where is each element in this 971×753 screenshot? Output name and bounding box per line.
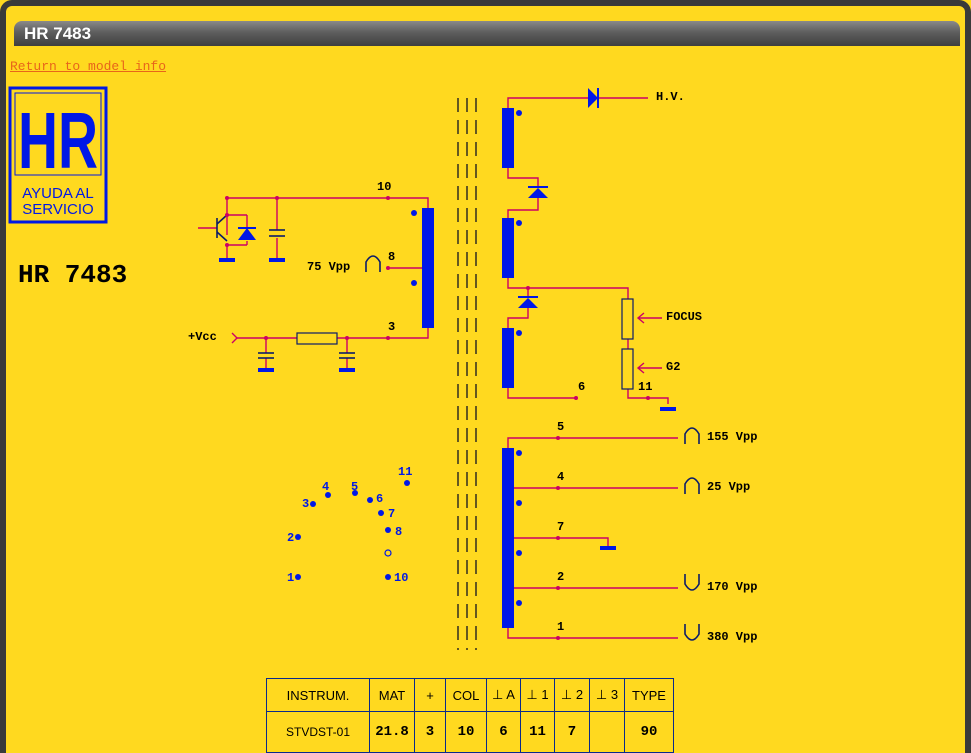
out-pin-2: 2 xyxy=(557,570,564,584)
waveform-icons xyxy=(365,255,700,641)
pinout-10: 10 xyxy=(394,571,408,585)
header-instrum: INSTRUM. xyxy=(266,678,370,712)
pinout-5: 5 xyxy=(351,480,358,494)
header-col: COL xyxy=(445,678,487,712)
header-plus: + xyxy=(414,678,446,712)
pinout-7: 7 xyxy=(388,507,395,521)
vcc-label: +Vcc xyxy=(188,330,217,344)
table-row: STVDST-01 21.8 3 10 6 11 7 90 xyxy=(266,711,674,753)
window-title-bar: HR 7483 xyxy=(14,21,960,46)
header-mat: MAT xyxy=(369,678,415,712)
cell-ground-2: 7 xyxy=(554,711,590,753)
g2-resistor-icon xyxy=(621,348,634,390)
focus-resistor-icon xyxy=(621,298,634,340)
out-25vpp-label: 25 Vpp xyxy=(707,480,750,494)
cell-ground-a: 6 xyxy=(486,711,521,753)
pinout-1: 1 xyxy=(287,571,294,585)
out-pin-1: 1 xyxy=(557,620,564,634)
out-170vpp-label: 170 Vpp xyxy=(707,580,757,594)
pin-8-label: 8 xyxy=(388,250,395,264)
model-title: HR 7483 xyxy=(18,260,127,290)
cascade-diode-1-icon xyxy=(528,186,548,198)
vpp75-label: 75 Vpp xyxy=(307,260,350,274)
header-type: TYPE xyxy=(624,678,674,712)
cell-plus: 3 xyxy=(414,711,446,753)
out-380vpp-label: 380 Vpp xyxy=(707,630,757,644)
header-ground-3: ⊥ 3 xyxy=(589,678,625,712)
header-ground-1: ⊥ 1 xyxy=(520,678,555,712)
transformer-windings xyxy=(422,108,514,628)
logo-line1: AYUDA AL xyxy=(22,185,93,202)
ground-icons xyxy=(219,258,676,550)
polarity-dots xyxy=(411,110,522,606)
damper-diode-icon xyxy=(238,227,256,240)
focus-label: FOCUS xyxy=(666,310,702,324)
pinout-3: 3 xyxy=(302,497,309,511)
logo-line2: SERVICIO xyxy=(22,201,93,218)
pinout-4: 4 xyxy=(322,480,329,494)
capacitor-icons xyxy=(258,229,355,359)
transistor-icon xyxy=(216,214,228,242)
pin-10-label: 10 xyxy=(377,180,391,194)
pinout-8: 8 xyxy=(395,525,402,539)
pinout-diagram: 1 2 3 4 5 6 7 8 10 11 xyxy=(287,465,412,585)
pinout-6: 6 xyxy=(376,492,383,506)
resistor-icon xyxy=(296,332,338,345)
cell-mat: 21.8 xyxy=(369,711,415,753)
pin-6-label: 6 xyxy=(578,380,585,394)
wires xyxy=(198,97,678,639)
cell-instrum: STVDST-01 xyxy=(266,711,370,753)
hv-diode-icon xyxy=(588,88,599,108)
out-pin-4: 4 xyxy=(557,470,564,484)
pinout-11: 11 xyxy=(398,465,412,479)
cell-type: 90 xyxy=(624,711,674,753)
out-155vpp-label: 155 Vpp xyxy=(707,430,757,444)
junction-dots xyxy=(225,196,650,640)
pin-11-label: 11 xyxy=(638,380,652,394)
out-pin-7: 7 xyxy=(557,520,564,534)
transformer-core xyxy=(457,98,477,650)
pin-3-label: 3 xyxy=(388,320,395,334)
cell-ground-1: 11 xyxy=(520,711,555,753)
cascade-diode-2-icon xyxy=(518,296,538,308)
hr-logo: HR AYUDA AL SERVICIO xyxy=(8,86,108,224)
out-pin-5: 5 xyxy=(557,420,564,434)
pinout-2: 2 xyxy=(287,531,294,545)
header-ground-2: ⊥ 2 xyxy=(554,678,590,712)
cell-ground-3 xyxy=(589,711,625,753)
hv-label: H.V. xyxy=(656,90,685,104)
return-to-model-info-link[interactable]: Return to model info xyxy=(10,59,167,74)
g2-label: G2 xyxy=(666,360,680,374)
cell-col: 10 xyxy=(445,711,487,753)
table-header-row: INSTRUM. MAT + COL ⊥ A ⊥ 1 ⊥ 2 ⊥ 3 TYPE xyxy=(266,678,674,712)
header-ground-a: ⊥ A xyxy=(486,678,521,712)
instrument-table: INSTRUM. MAT + COL ⊥ A ⊥ 1 ⊥ 2 ⊥ 3 TYPE … xyxy=(266,678,674,753)
window-title: HR 7483 xyxy=(24,24,92,43)
logo-letters: HR xyxy=(18,96,98,185)
